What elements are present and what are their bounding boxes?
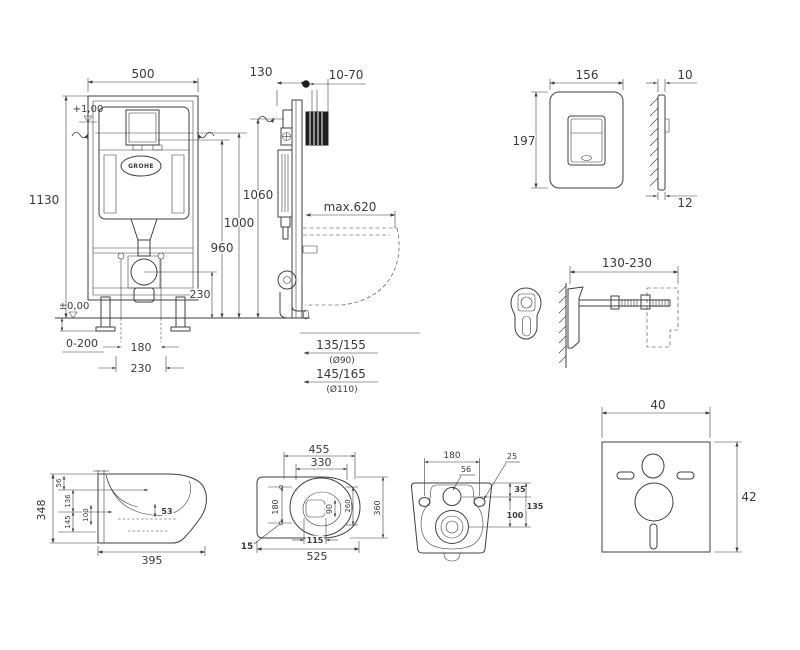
dim-plan-drain-width: 90 (325, 504, 334, 514)
dim-rear-top-offset: 35 (514, 485, 526, 494)
plate-profile (657, 94, 666, 191)
dim-plan-total-length: 525 (307, 550, 328, 563)
frame-side-view (257, 90, 400, 320)
drain-opening (305, 499, 326, 518)
toilet-rear-view: 180 56 25 35 100 135 (410, 450, 545, 562)
wall-face-marker (302, 80, 310, 88)
bowl-rear-outline (410, 482, 493, 554)
pad-outline (601, 441, 711, 553)
dim-rear-hole-span: 180 (443, 451, 460, 461)
dim-foot-range: 0-200 (66, 337, 98, 350)
dim-outlet-b-diameter: (Ø110) (326, 384, 357, 395)
dim-bracket-range: 130-230 (602, 256, 652, 270)
wall-hatch (558, 285, 567, 364)
dim-bowl-d3: 145 (64, 515, 72, 528)
dim-height-960: 960 (211, 241, 234, 255)
dim-outlet-a: 135/155 (316, 338, 366, 352)
bowl-profile (97, 473, 207, 544)
wall-bracket-front-view (510, 287, 542, 340)
wall-bracket-side-view: 130-230 (558, 255, 679, 368)
dim-plan-outer-length: 455 (309, 443, 330, 456)
frame-front-dimensions: 500 1130 +1,00 ±0,00 0-200 180 230 230 (27, 66, 310, 377)
dim-frame-height: 1130 (29, 193, 60, 207)
dim-plan-back-width: 180 (271, 499, 280, 514)
dim-pad-height: 42 (741, 490, 756, 504)
adjustable-foot (175, 296, 186, 328)
dim-rear-mid-offset: 100 (507, 511, 524, 520)
dim-height-1000: 1000 (224, 216, 255, 230)
frame-outline (87, 95, 199, 301)
dim-plan-drain-offset: 115 (307, 536, 324, 545)
dim-outlet-a-diameter: (Ø90) (329, 355, 355, 366)
dim-rear-hole: 25 (507, 452, 517, 461)
flush-plate-front-view: 156 197 (511, 67, 624, 189)
adjustment-arrow-icon (71, 131, 89, 139)
seat-outline (289, 477, 353, 537)
fixing-hole-left (418, 497, 431, 507)
dim-wall-offset: 10-70 (329, 68, 364, 82)
dim-bowl-d1: 56 (55, 478, 63, 487)
dim-bowl-d5: 53 (161, 507, 172, 516)
dim-plan-corner: 15 (241, 542, 254, 552)
adjustment-arrow-icon (257, 115, 275, 123)
dim-pad-width: 40 (650, 398, 665, 412)
dim-drain-height: 230 (190, 288, 211, 301)
adjustable-foot (100, 296, 111, 328)
frame-side-dimensions: 130 10-70 max.620 135/155 (Ø90) 145/165 … (248, 64, 420, 395)
brand-label: GROHE (128, 163, 154, 170)
dim-rear-inlet: 56 (461, 465, 471, 474)
fixing-hole-right (473, 497, 486, 507)
sound-insulation-pad: 40 42 (601, 397, 758, 553)
dim-plate-thickness-bottom: 12 (677, 196, 692, 210)
frame-front-view: GROHE (71, 95, 215, 342)
bracket-body (510, 287, 542, 340)
brand-badge (120, 155, 162, 177)
pad-inlet-hole (641, 453, 665, 479)
flush-bend (277, 270, 297, 290)
dim-bolt-span: 180 (131, 341, 152, 354)
dim-frame-width: 500 (132, 67, 155, 81)
dim-outlet-b: 145/165 (316, 367, 366, 381)
dim-plate-height: 197 (513, 134, 536, 148)
dim-max-reach: max.620 (324, 200, 377, 214)
level-marker-zero: ±0,00 (59, 301, 90, 312)
dim-rear-total-offset: 135 (527, 502, 544, 511)
level-marker-top: +1,00 (73, 104, 104, 115)
dim-bowl-depth: 395 (142, 554, 163, 567)
dim-bowl-d4: 100 (82, 508, 90, 521)
flush-actuator (125, 109, 160, 146)
dim-height-1060: 1060 (243, 188, 274, 202)
flush-plate (549, 91, 624, 189)
dim-bowl-d2: 136 (64, 494, 72, 508)
toilet-side-view: 56 136 145 100 53 348 395 (34, 470, 207, 569)
wall-hatch (649, 97, 659, 187)
flush-button-frame (567, 115, 606, 166)
toilet-plan-view: 455 330 180 90 260 360 115 15 (239, 442, 388, 565)
button-logo-slot (581, 155, 592, 161)
height-dimension-chain: 960 1000 1060 (158, 118, 284, 319)
frame-ghost (646, 287, 679, 348)
outlet-hole (435, 510, 469, 544)
bracket-wedge (567, 286, 584, 349)
bowl-plan-outline (256, 476, 361, 539)
threaded-rod (621, 299, 669, 307)
frame-rail (291, 99, 303, 319)
inlet-hole (442, 487, 462, 506)
pad-outlet-hole (634, 482, 674, 522)
dim-plan-seat-length: 330 (311, 456, 332, 469)
dim-drain-span: 230 (131, 362, 152, 375)
dim-plan-width: 360 (373, 500, 382, 515)
flush-plate-side-view: 10 12 (646, 67, 697, 212)
dim-bowl-height: 348 (35, 500, 48, 521)
wall-section (305, 111, 329, 146)
dim-plate-thickness-top: 10 (677, 68, 692, 82)
dim-plan-inner-width: 260 (344, 499, 352, 512)
dim-plate-width: 156 (576, 68, 599, 82)
dim-frame-depth: 130 (250, 65, 273, 79)
fill-valve (280, 127, 293, 146)
